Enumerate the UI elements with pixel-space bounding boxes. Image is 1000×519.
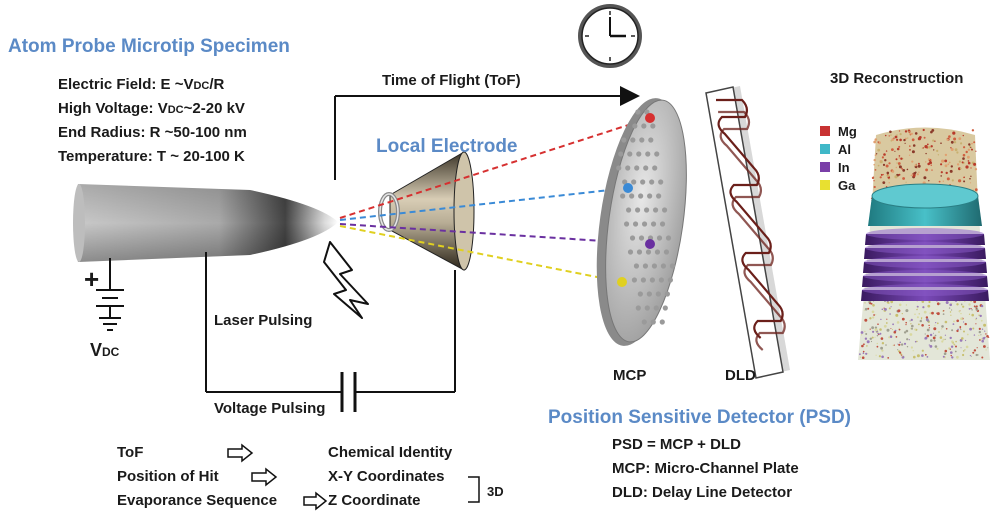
param-end-radius: End Radius: R ~50-100 nm (58, 124, 247, 141)
legend-label: Ga (838, 177, 856, 193)
ion-trajectories (339, 117, 651, 283)
voltage-pulsing-label: Voltage Pulsing (214, 400, 326, 417)
legend-item-al: Al (820, 140, 857, 158)
legend-swatch (820, 144, 830, 154)
ion-path-in (339, 223, 651, 245)
ion-path-mg (339, 117, 651, 219)
mapping-left-tof: ToF (117, 444, 144, 461)
param-temperature: Temperature: T ~ 20-100 K (58, 148, 245, 165)
psd-line-2: MCP: Micro-Channel Plate (612, 460, 799, 477)
psd-line-1: PSD = MCP + DLD (612, 436, 741, 453)
pulse-capacitor-symbol (340, 372, 357, 412)
dld-label: DLD (725, 367, 756, 384)
hit-al (623, 183, 633, 193)
legend-swatch (820, 126, 830, 136)
reconstruction-title: 3D Reconstruction (830, 70, 964, 87)
legend-label: In (838, 159, 850, 175)
tof-label: Time of Flight (ToF) (382, 72, 521, 89)
psd-title: Position Sensitive Detector (PSD) (548, 407, 852, 428)
hit-ga (617, 277, 627, 287)
ion-path-al (339, 187, 629, 221)
param-electric-field: Electric Field: E ~VDC/R (58, 76, 225, 93)
legend-item-in: In (820, 158, 857, 176)
reconstruction-volume (858, 127, 990, 360)
mapping-right-xy: X-Y Coordinates (328, 468, 445, 485)
clock-icon (578, 4, 642, 68)
specimen-title: Atom Probe Microtip Specimen (8, 36, 290, 57)
legend-swatch (820, 180, 830, 190)
laser-bolt-icon (323, 241, 369, 319)
bracket-3d-label: 3D (487, 484, 504, 499)
legend-label: Mg (838, 123, 857, 139)
psd-line-3: DLD: Delay Line Detector (612, 484, 793, 501)
laser-pulsing-label: Laser Pulsing (214, 312, 313, 329)
param-high-voltage: High Voltage: VDC~2-20 kV (58, 100, 245, 117)
dld-plate (705, 86, 790, 379)
legend-swatch (820, 162, 830, 172)
vdc-label: VDC (90, 340, 120, 360)
mcp-hits (617, 113, 655, 287)
hit-in (645, 239, 655, 249)
mapping-left-sequence: Evaporance Sequence (117, 492, 278, 509)
circuit-wires (109, 252, 456, 393)
ion-path-ga (339, 225, 623, 283)
mapping-right-z: Z Coordinate (328, 492, 421, 509)
specimen-tip (73, 184, 338, 262)
mapping-left-position: Position of Hit (117, 468, 219, 485)
mcp-label: MCP (613, 367, 647, 384)
tof-arrow (334, 86, 640, 180)
mapping-right-chemical: Chemical Identity (328, 444, 453, 461)
plus-sign: + (84, 264, 100, 294)
legend-item-mg: Mg (820, 122, 857, 140)
local-electrode-label: Local Electrode (376, 136, 518, 157)
hit-mg (645, 113, 655, 123)
dc-battery-symbol (96, 289, 124, 331)
legend-label: Al (838, 141, 851, 157)
local-electrode (378, 151, 475, 271)
mcp-disc (596, 98, 687, 346)
legend-item-ga: Ga (820, 176, 857, 194)
